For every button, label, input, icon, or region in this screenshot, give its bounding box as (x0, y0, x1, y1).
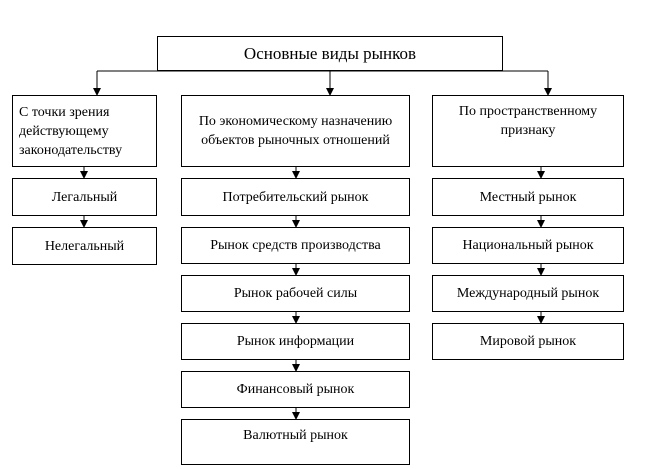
col2-item-currency: Валютный рынок (181, 419, 410, 465)
col3-item-world: Мировой рынок (432, 323, 624, 360)
col3-header: По пространственному признаку (432, 95, 624, 167)
col2-item-means-of-production: Рынок средств производства (181, 227, 410, 264)
col3-item-international: Международный рынок (432, 275, 624, 312)
col1-header: С точки зрения действующему законодатель… (12, 95, 157, 167)
col2-item-labor: Рынок рабочей силы (181, 275, 410, 312)
col3-item-national: Национальный рынок (432, 227, 624, 264)
col1-item-illegal: Нелегальный (12, 227, 157, 265)
col3-item-local: Местный рынок (432, 178, 624, 216)
col2-item-financial: Финансовый рынок (181, 371, 410, 408)
col1-item-legal: Легальный (12, 178, 157, 216)
col2-item-consumer: Потребительский рынок (181, 178, 410, 216)
col2-header: По экономическому назначению объектов ры… (181, 95, 410, 167)
col2-item-information: Рынок информации (181, 323, 410, 360)
diagram-title: Основные виды рынков (157, 36, 503, 71)
